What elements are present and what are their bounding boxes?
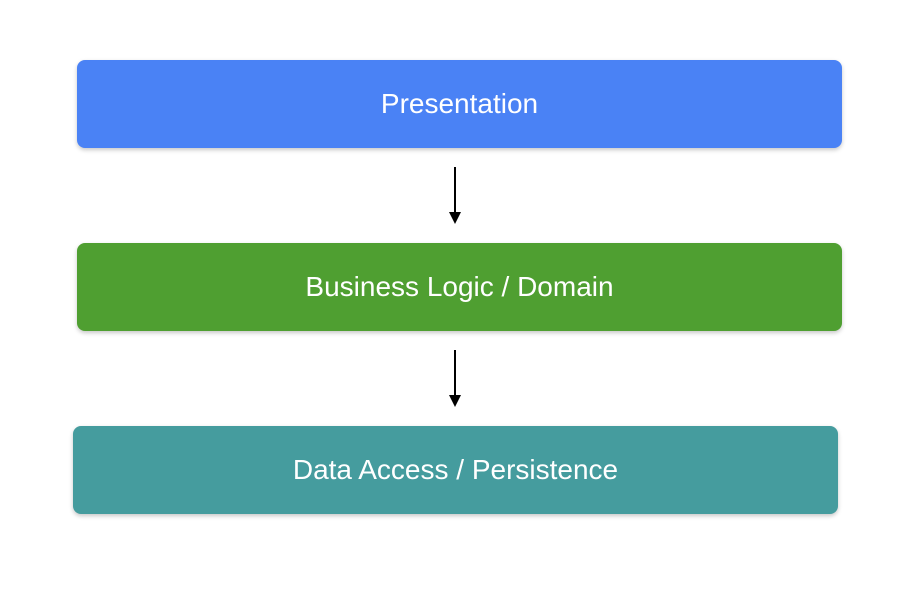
business-logic-layer-box: Business Logic / Domain	[77, 243, 842, 331]
presentation-layer-box: Presentation	[77, 60, 842, 148]
arrow-down-icon	[449, 350, 461, 407]
arrow-down-icon	[449, 167, 461, 224]
business-logic-layer-label: Business Logic / Domain	[305, 271, 614, 302]
data-access-layer-box: Data Access / Persistence	[73, 426, 838, 514]
data-access-layer-label: Data Access / Persistence	[292, 454, 619, 485]
presentation-layer-label: Presentation	[380, 88, 539, 119]
